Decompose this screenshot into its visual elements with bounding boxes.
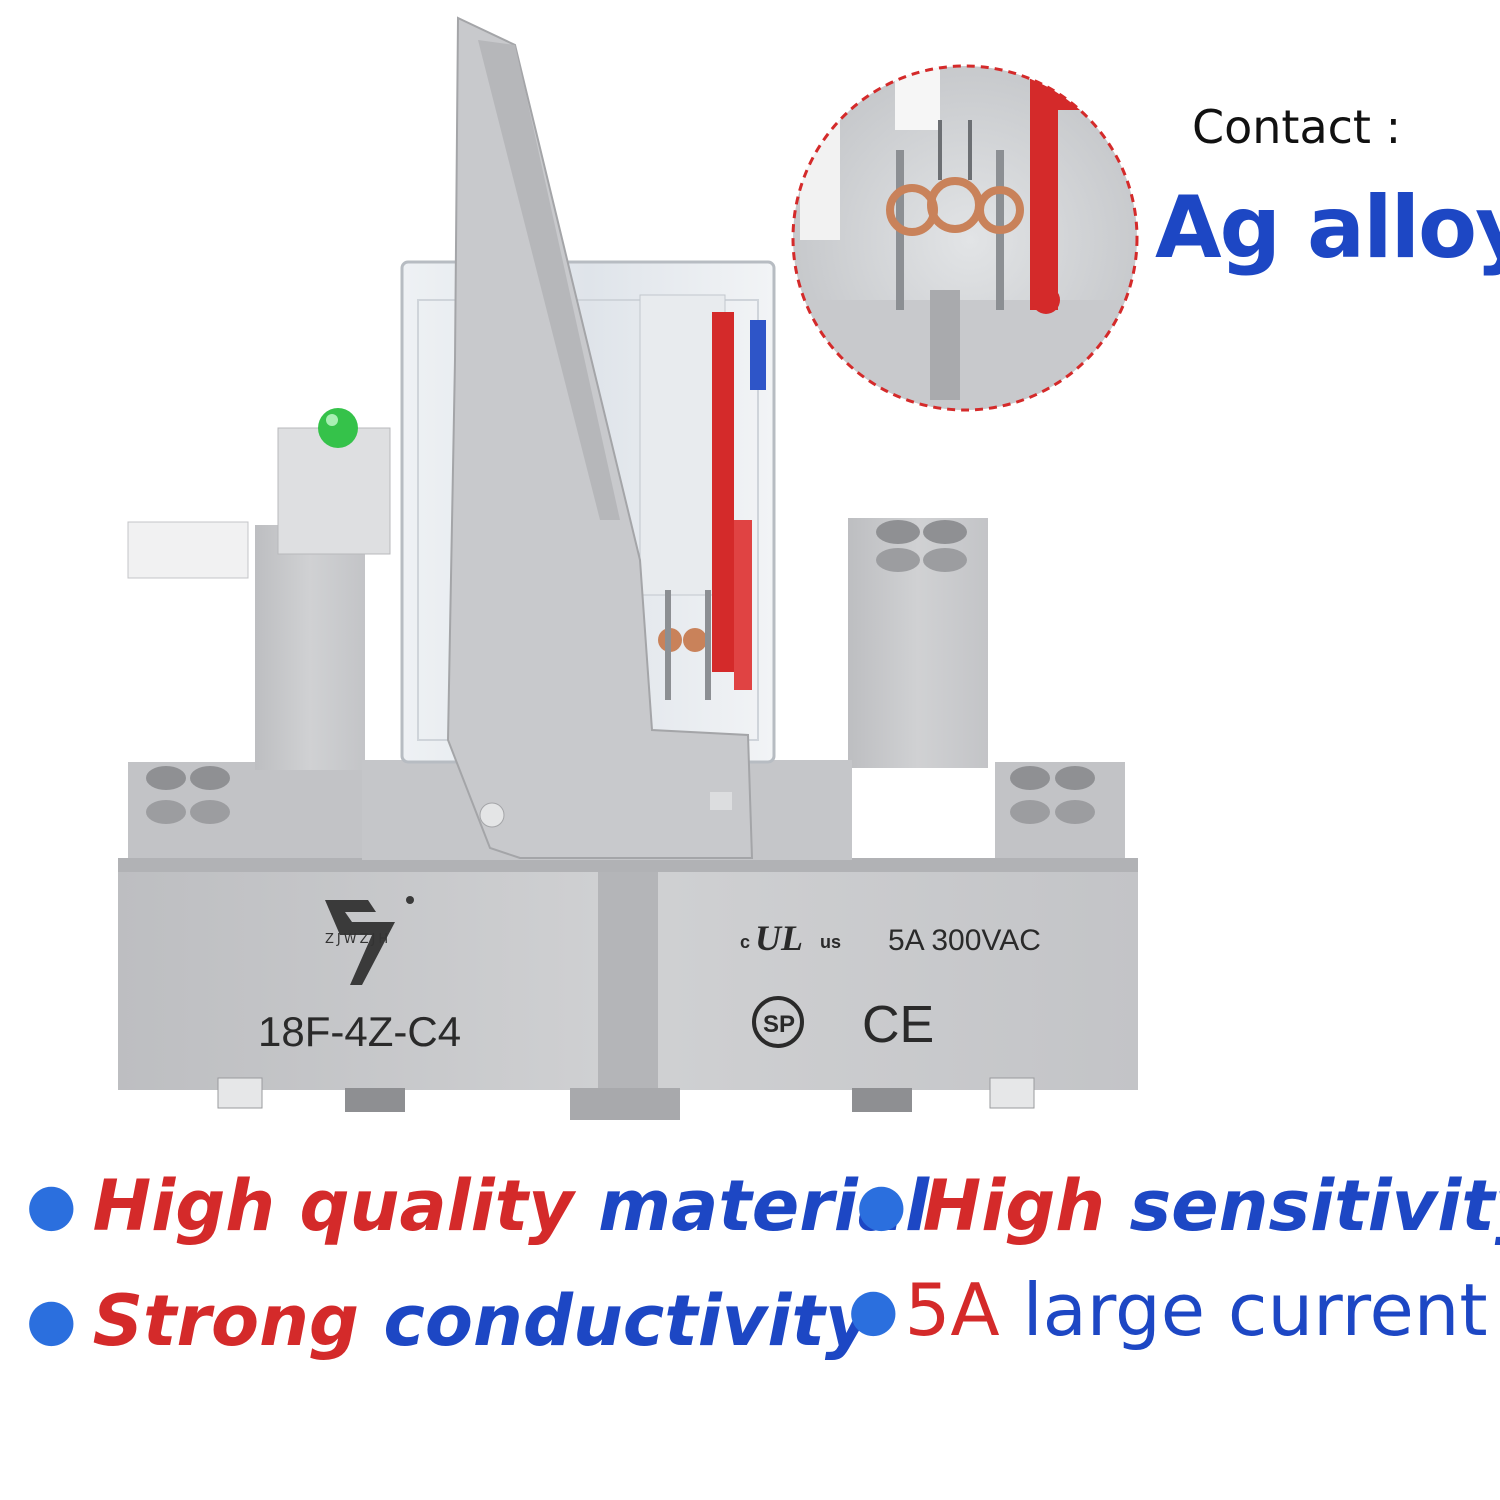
feature-highlight: Strong [92,1280,360,1362]
feature-highlight: High [922,1165,1106,1247]
red-test-lever [712,312,734,672]
left-tower [255,525,365,770]
contact-label: Contact : [1192,100,1402,154]
contact-material: Ag alloy [1155,178,1500,278]
retaining-clip [446,16,754,859]
brand-logo-mark [325,900,395,985]
ce-mark: CE [862,996,934,1054]
led-module [127,408,391,579]
feature-highlight: 5A [904,1268,1000,1352]
bullet-dot: ● [26,1285,77,1353]
feature-large-current: ●5A large current [848,1268,1488,1352]
feature-high-quality-material: ●High quality material [26,1165,929,1247]
cert-ul: UL [755,918,803,958]
cert-c: c [740,932,750,952]
feature-text: sensitivity [1129,1165,1500,1247]
csa-mark [752,996,804,1048]
csa-text: SP [763,1011,795,1038]
relay-socket [118,518,1138,1120]
bullet-dot: ● [856,1170,907,1238]
contact-zoom-circle [791,64,1139,412]
bullet-dot: ● [848,1275,899,1343]
bullet-dot: ● [26,1170,77,1238]
base-markings: ZJWZJH 18F-4Z-C4 c UL us 5A 300VAC SP CE [258,896,1041,1055]
led-indicator [318,408,358,448]
feature-high-sensitivity: ●High sensitivity [856,1165,1500,1247]
brand-logo-text: ZJWZJH [325,932,391,947]
feature-highlight: High quality [92,1165,574,1247]
model-number: 18F-4Z-C4 [258,1008,461,1055]
feature-text: conductivity [383,1280,871,1362]
cert-us: us [820,932,841,952]
feature-strong-conductivity: ●Strong conductivity [26,1280,870,1362]
feature-text: material [598,1165,929,1247]
rating-text: 5A 300VAC [888,924,1041,957]
feature-text: large current [1022,1268,1488,1352]
